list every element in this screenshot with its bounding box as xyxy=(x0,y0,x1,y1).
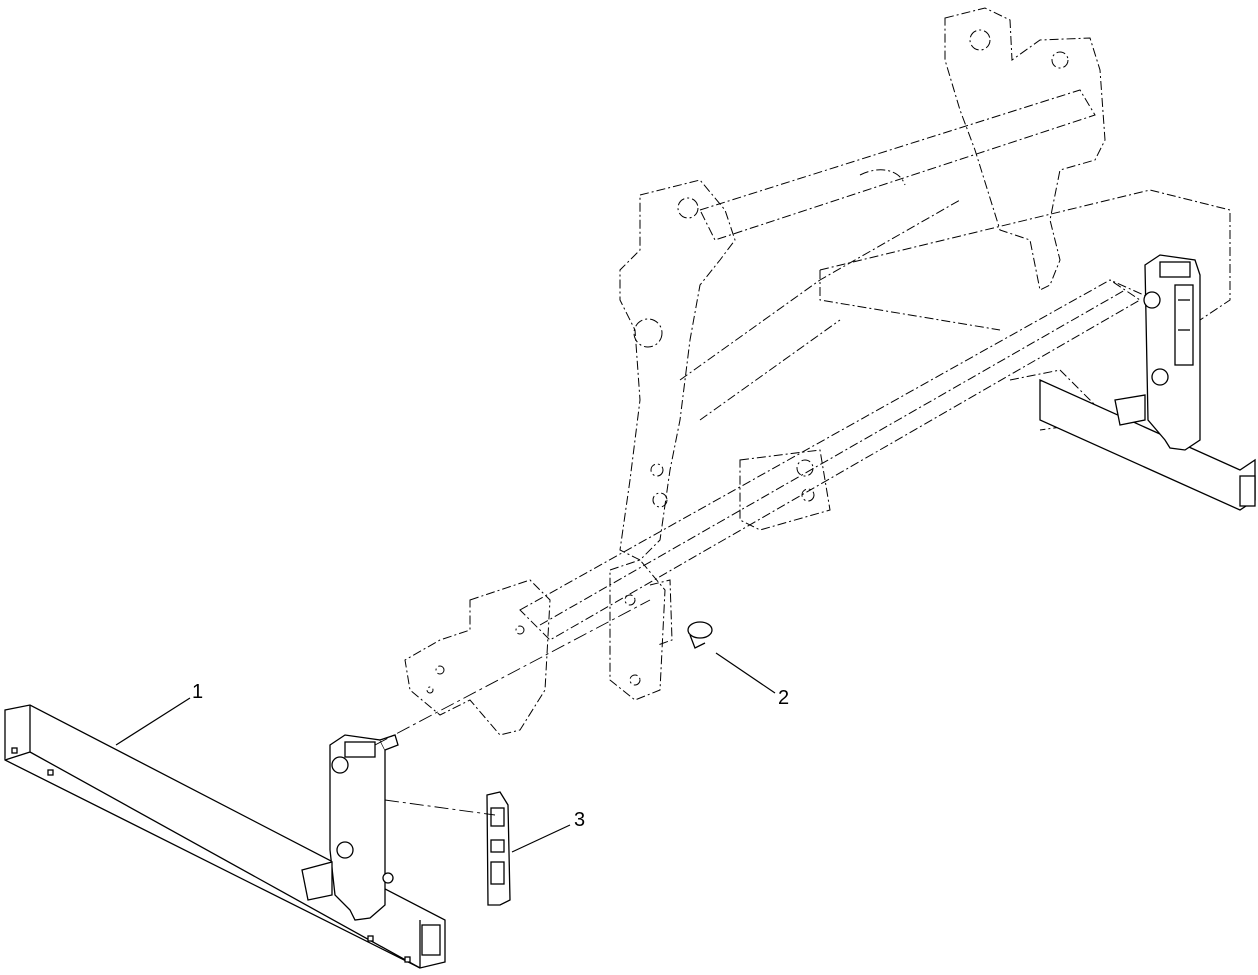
jack-stand-assembly xyxy=(4,704,446,969)
callout-2: 2 xyxy=(778,687,790,709)
leader-2 xyxy=(715,652,776,694)
rear-jack-stand xyxy=(1039,254,1256,511)
callout-leaders xyxy=(115,652,776,853)
callout-1: 1 xyxy=(192,681,204,703)
callout-3: 3 xyxy=(574,809,586,831)
lynch-pin xyxy=(687,621,713,649)
leader-3 xyxy=(511,824,571,853)
leader-1 xyxy=(115,697,191,746)
phantom-tractor-frame xyxy=(404,7,1231,736)
decal xyxy=(486,791,511,906)
assembly-centerlines xyxy=(374,599,651,816)
